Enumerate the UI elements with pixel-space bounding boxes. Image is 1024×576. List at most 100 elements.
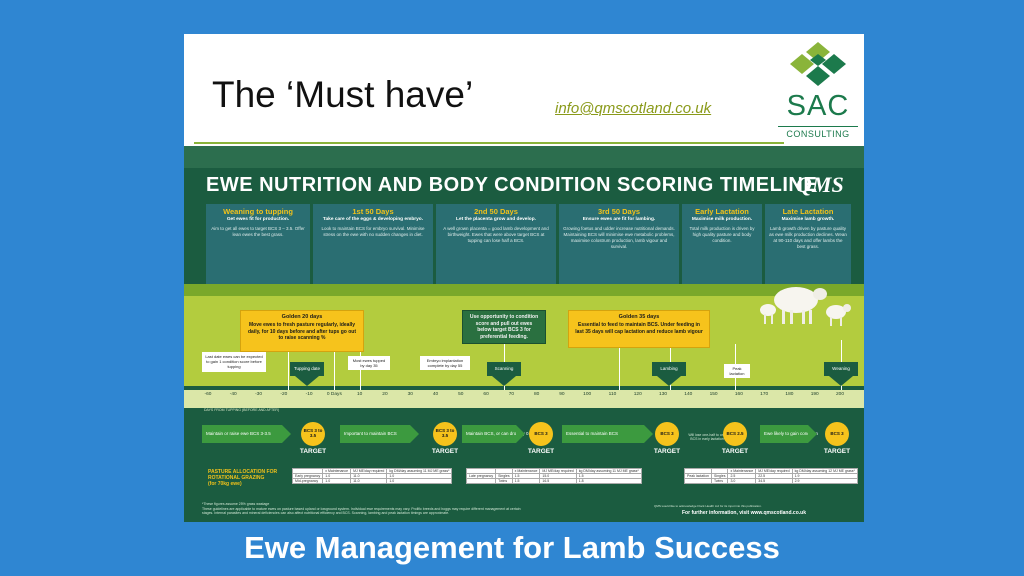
axis-tick-label: -60 — [204, 392, 212, 397]
guide-line — [334, 340, 335, 390]
table-cell: 11.0 — [350, 478, 388, 484]
table-cell: Early pregnancy — [291, 473, 324, 479]
bcs-arrow: Essential to maintain BCS — [562, 425, 653, 443]
poster-title: EWE NUTRITION AND BODY CONDITION SCORING… — [206, 174, 818, 196]
header-divider — [194, 142, 784, 144]
lambing-arrow-icon — [657, 376, 681, 386]
phase-title: 3rd 50 Days — [597, 207, 641, 216]
phase-body: Total milk production is driven by high … — [689, 225, 755, 243]
table-cell: x Maintenance — [511, 468, 541, 474]
phase-body: Growing foetus and udder increase nutrit… — [563, 225, 675, 249]
axis-tick-label: 10 — [357, 392, 363, 397]
target-label: TARGET — [721, 448, 749, 455]
last-date-label: Last date ewes can be expected to gain 1… — [202, 352, 266, 372]
axis-tick-label: 90 — [559, 392, 565, 397]
phase-body: Look to maintain BCS for embryo survival… — [321, 225, 425, 237]
tupping-arrow-icon — [295, 376, 319, 386]
phase-body: Lamb growth driven by pasture quality as… — [769, 225, 847, 249]
table-cell: x Maintenance — [322, 468, 352, 474]
slide-header: The ‘Must have’ info@qmscotland.co.uk SA… — [184, 34, 864, 146]
table-cell — [684, 478, 712, 484]
bcs-arrow: Maintain BCS, or can drop by 0.5 — [462, 425, 532, 443]
callout-body: Move ewes to fresh pasture regularly, id… — [248, 322, 356, 342]
logo-sac-text: SAC — [786, 90, 850, 122]
table-cell: Singles — [495, 473, 513, 479]
phase-title: 2nd 50 Days — [474, 207, 518, 216]
axis-tick-label: 130 — [659, 392, 668, 397]
table-header-row: x Maintenance MJ ME/day required kg DM/d… — [684, 468, 858, 474]
axis-tick-label: 200 — [835, 392, 845, 397]
phase-subtitle: Let the placenta grow and develop. — [456, 217, 536, 222]
guidance-footnote: *These figures assume 25% grass wastage … — [202, 502, 532, 516]
axis-tick-label: 100 — [583, 392, 592, 397]
axis-tick-label: 180 — [785, 392, 794, 397]
sac-consulting-logo: SAC CONSULTING — [778, 40, 860, 144]
table-cell: 34.5 — [755, 478, 793, 484]
axis-tick-label: 120 — [633, 392, 642, 397]
pasture-allocation-title: PASTURE ALLOCATION FOR ROTATIONAL GRAZIN… — [208, 469, 298, 487]
phase-body: Aim to get all ewes to target BCS 3 – 3.… — [211, 225, 305, 237]
qms-logo: QMS — [796, 172, 844, 197]
axis-tick-label: 170 — [760, 392, 769, 397]
table-cell: x Maintenance — [727, 468, 757, 474]
table-row: Mid-pregnancy 1.0 11.0 1.0 — [291, 478, 453, 484]
target-label: TARGET — [653, 448, 681, 455]
phase-subtitle: Ensure ewes are fit for lambing. — [582, 217, 656, 222]
axis-tick-label: 70 — [508, 392, 515, 397]
bcs-arrow: Ewe likely to gain condition — [760, 425, 818, 443]
phase-title: 1st 50 Days — [352, 207, 394, 216]
axis-tick-label: 110 — [608, 392, 617, 397]
tupping-date-marker: Tupping date — [290, 362, 324, 376]
slide-caption: Ewe Management for Lamb Success — [244, 530, 780, 565]
bcs-target-circle: BCS 2.5 — [723, 422, 747, 446]
timeline-poster: EWE NUTRITION AND BODY CONDITION SCORING… — [184, 146, 864, 522]
callout-body: Use opportunity to condition score and p… — [469, 314, 539, 340]
scanning-opportunity-callout: Use opportunity to condition score and p… — [462, 310, 546, 344]
weaning-marker: Weaning — [824, 362, 858, 376]
table-cell: Twins — [710, 478, 729, 484]
phase-title: Late Lactation — [782, 207, 834, 216]
table-cell: Peak lactation — [684, 473, 712, 479]
bcs-arrow: Maintain or raise ewe BCS 3-3.5 — [202, 425, 291, 443]
presentation-slide: The ‘Must have’ info@qmscotland.co.uk SA… — [184, 34, 864, 522]
axis-tick-label: 0 Days — [326, 392, 342, 397]
pasture-table-lactation: x Maintenance MJ ME/day required kg DM/d… — [684, 468, 858, 484]
bcs-target-circle: BCS 3 to 3.5 — [301, 422, 325, 446]
phase-early-lactation: Early Lactation Maximise milk production… — [682, 204, 762, 288]
table-cell: 3.0 — [727, 478, 757, 484]
golden-35-days-callout: Golden 35 days Essential to feed to main… — [568, 310, 710, 348]
phase-third-50-days: 3rd 50 Days Ensure ewes are fit for lamb… — [559, 204, 679, 288]
pasture-table-late-pregnancy: x Maintenance MJ ME/day required kg DM/d… — [465, 468, 642, 484]
axis-tick-label: -20 — [280, 392, 288, 397]
axis-tick-label: 140 — [684, 392, 693, 397]
table-cell: 2.9 — [791, 478, 858, 484]
axis-tick-label: 30 — [407, 392, 413, 397]
table-cell — [465, 478, 497, 484]
axis-tick-label: 150 — [709, 392, 718, 397]
most-ewes-tupped-label: Most ewes tupped by day 35 — [348, 356, 390, 371]
phase-late-lactation: Late Lactation Maximise lamb growth. Lam… — [765, 204, 851, 288]
email-link[interactable]: info@qmscotland.co.uk — [555, 100, 712, 117]
phase-title: Early Lactation — [695, 207, 749, 216]
axis-note: DAYS FROM TUPPING (BEFORE AND AFTER) — [204, 408, 280, 412]
table-cell: 16.5 — [539, 478, 577, 484]
slide-title: The ‘Must have’ — [212, 74, 474, 115]
phase-body: A well grown placenta = good lamb develo… — [443, 225, 549, 243]
phase-second-50-days: 2nd 50 Days Let the placenta grow and de… — [436, 204, 556, 288]
axis-tick-label: 160 — [734, 392, 743, 397]
phase-weaning-to-tupping: Weaning to tupping Get ewes fit for prod… — [206, 204, 310, 288]
bcs-target-circle: BCS 3 — [655, 422, 679, 446]
target-label: TARGET — [299, 448, 327, 455]
sheep-illustration-icon — [760, 287, 851, 326]
diamond-logo-icon — [790, 42, 846, 86]
phase-subtitle: Take care of the eggs & developing embry… — [322, 217, 424, 222]
weaning-arrow-icon — [829, 376, 853, 386]
table-cell: 1.8 — [575, 478, 642, 484]
logo-consulting-text: CONSULTING — [778, 126, 858, 139]
table-cell: kg DM/day assuming 11 MJ ME grass* — [575, 468, 642, 474]
table-header-row: x Maintenance MJ ME/day required kg DM/d… — [465, 468, 642, 474]
table-cell: MJ ME/day required — [350, 468, 388, 474]
axis-tick-label: 20 — [382, 392, 388, 397]
peak-lactation-label: Peak lactation — [724, 364, 750, 379]
target-label: TARGET — [823, 448, 851, 455]
